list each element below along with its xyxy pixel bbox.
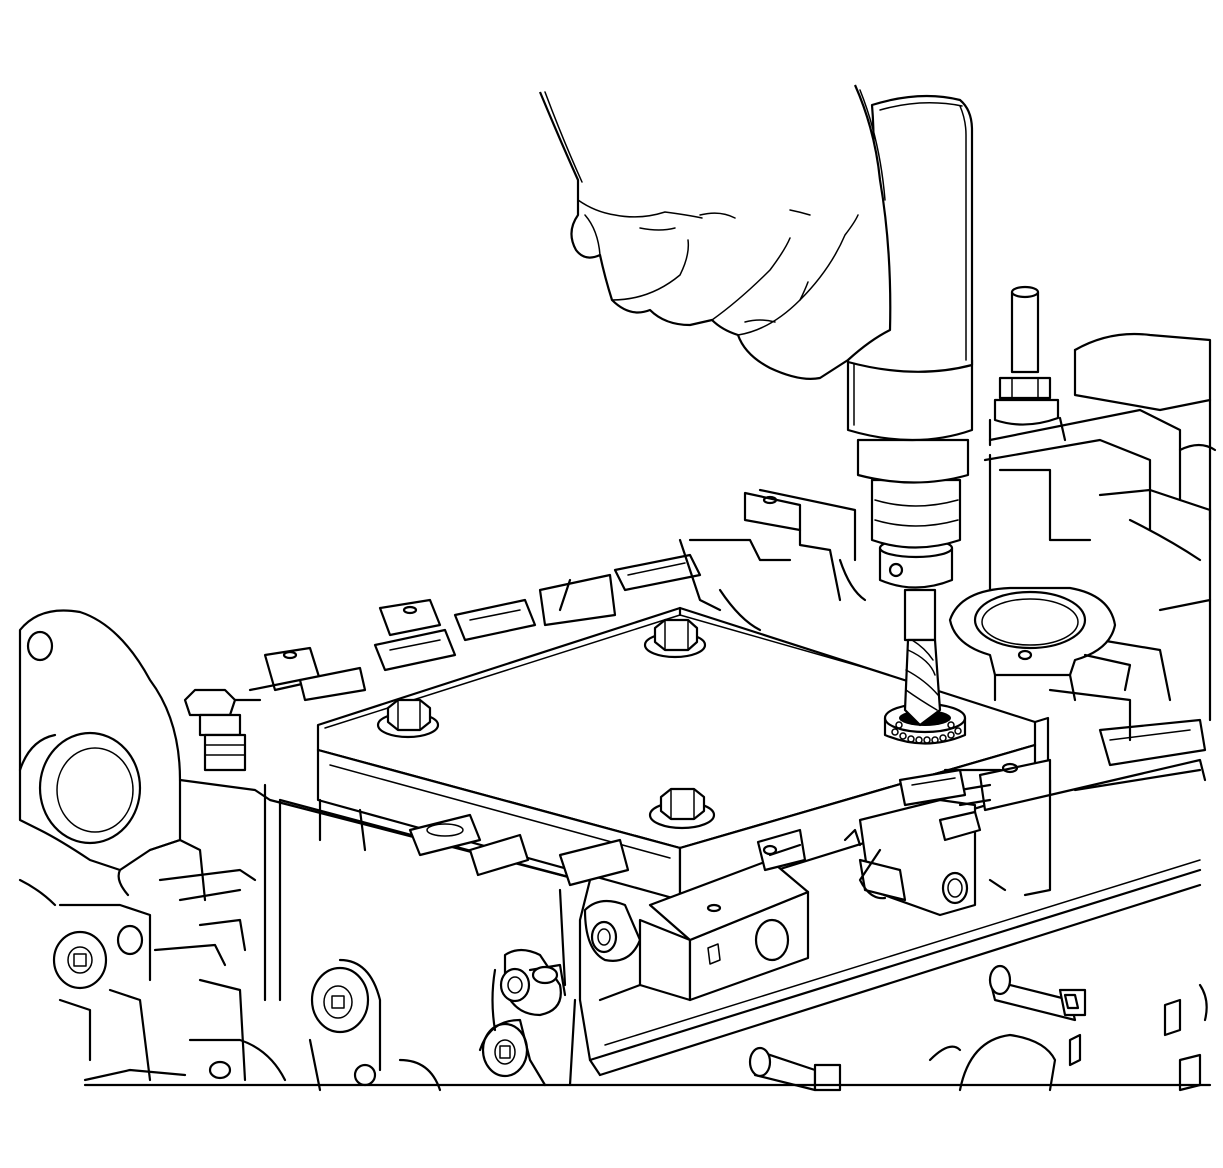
engine-block-front <box>278 798 1202 1087</box>
engine-block-right-front <box>843 758 1207 917</box>
upper-block-rail <box>228 488 867 702</box>
lower-fittings <box>748 964 1208 1092</box>
engine-block-left <box>18 609 582 1092</box>
plate-bolt-3 <box>648 787 716 830</box>
oil-pump-port <box>948 586 1132 702</box>
plate-bolt-1 <box>643 618 707 659</box>
plate-bolt-2 <box>376 698 440 739</box>
bushing-knurl <box>891 721 962 744</box>
hand <box>538 84 892 380</box>
drill-bit <box>903 588 942 727</box>
sensor-fitting <box>988 285 1067 447</box>
engine-block-rear <box>983 332 1217 767</box>
